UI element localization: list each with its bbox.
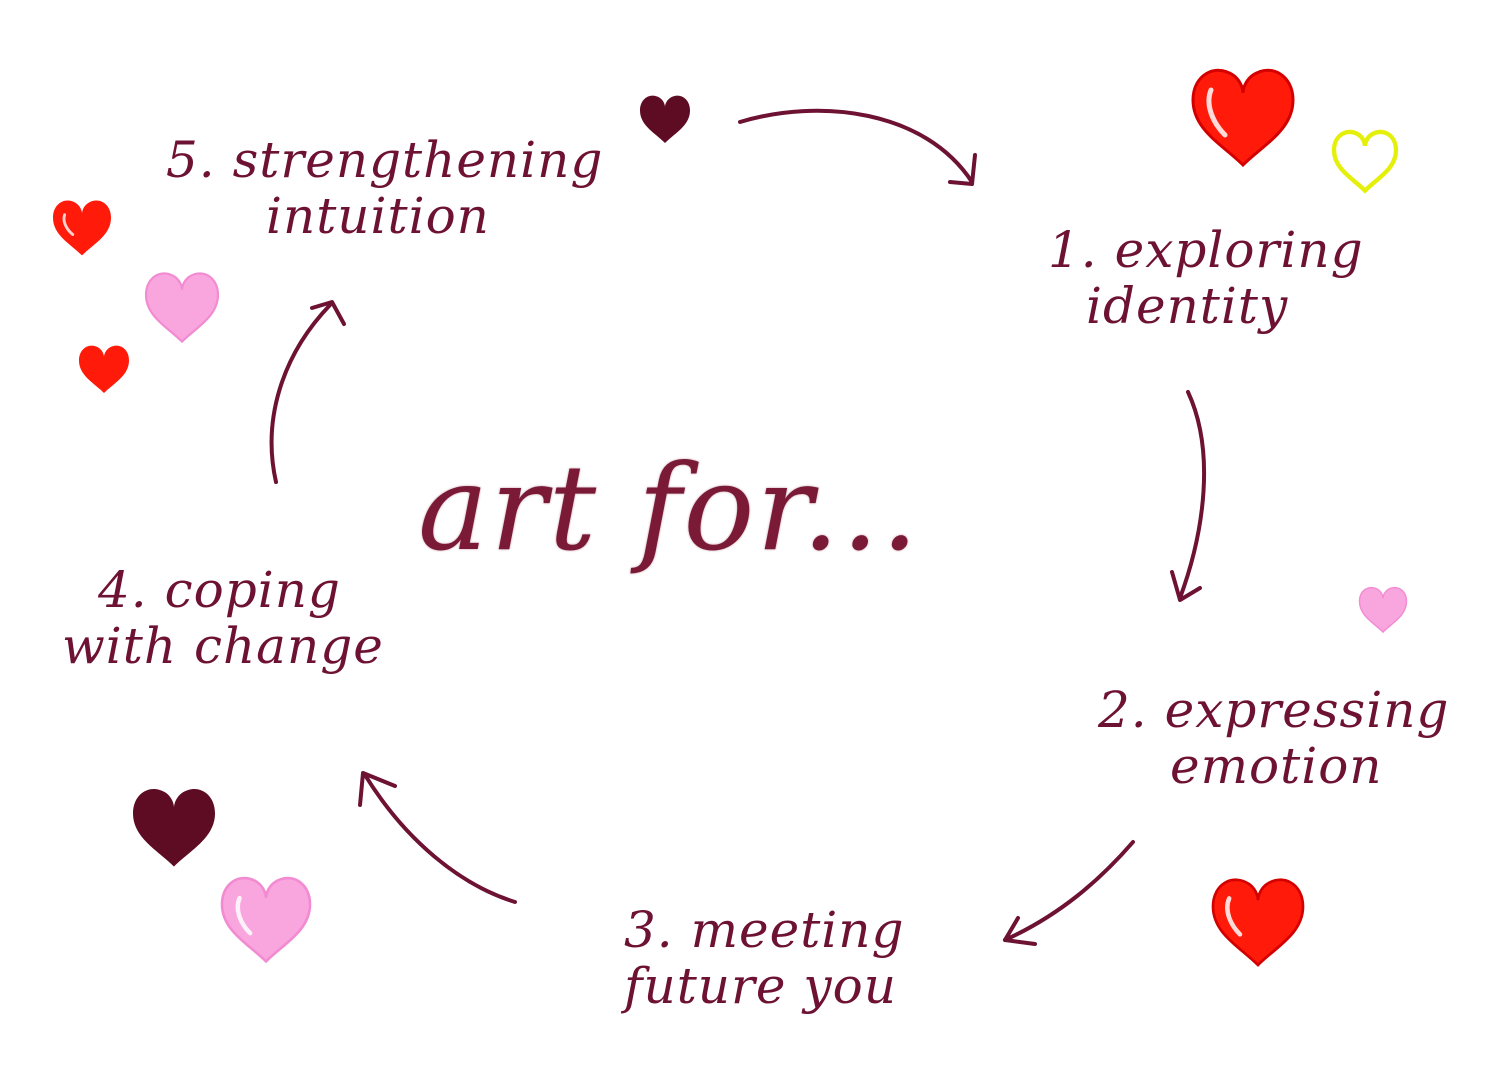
- red-heart-icon: [1191, 68, 1295, 167]
- step-1-label: 1. exploring identity: [1048, 222, 1364, 334]
- step-2-line1: 2. expressing: [1098, 681, 1450, 739]
- step-1-line2: identity: [1086, 277, 1289, 335]
- pink-heart-icon: [144, 272, 220, 343]
- arrow-3-to-4: [358, 771, 517, 904]
- maroon-heart-icon: [640, 95, 690, 143]
- pink-heart-icon: [220, 876, 312, 963]
- step-5-label: 5. strengthening intuition: [166, 132, 603, 244]
- step-2-label: 2. expressing emotion: [1098, 682, 1449, 794]
- arrow-5-to-1: [738, 108, 977, 186]
- step-5-line2: intuition: [266, 187, 490, 245]
- red-heart-icon: [79, 345, 129, 393]
- step-3-line1: 3. meeting: [624, 901, 905, 959]
- step-4-line2: with change: [62, 617, 384, 675]
- step-4-line1: 4. coping: [98, 561, 341, 619]
- red-heart-icon: [1211, 878, 1305, 967]
- step-4-label: 4. coping with change: [62, 562, 384, 674]
- arrow-4-to-5: [269, 300, 346, 484]
- center-title: art for...: [418, 439, 921, 577]
- maroon-heart-icon: [133, 788, 215, 867]
- step-2-line2: emotion: [1170, 737, 1383, 795]
- step-5-line1: 5. strengthening: [166, 131, 604, 189]
- yellow-heart-icon: [1334, 132, 1396, 191]
- pink-heart-icon: [1358, 586, 1408, 633]
- arrow-2-to-3: [1003, 840, 1135, 946]
- red-heart-icon: [53, 200, 111, 256]
- step-3-label: 3. meeting future you: [624, 902, 904, 1014]
- arrow-1-to-2: [1170, 390, 1207, 602]
- step-1-line1: 1. exploring: [1048, 221, 1364, 279]
- step-3-line2: future you: [624, 957, 897, 1015]
- hearts: [53, 68, 1408, 967]
